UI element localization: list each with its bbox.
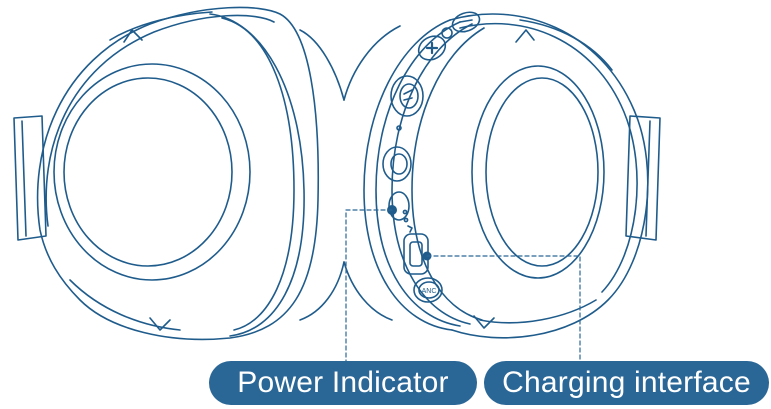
left-cushion-top-seam [109,11,213,41]
anc-button-label: ANC [422,288,437,295]
right-headband-stub [625,115,661,241]
right-cushion-bottom-seam [479,299,597,324]
left-cushion-bottom-seam [69,279,181,331]
mic-hole [396,125,402,131]
right-cushion-outer [449,13,649,339]
charging-interface-leader [426,255,581,363]
center-bridge-bottom-right [343,261,393,321]
anc-button[interactable] [413,277,443,303]
play-pause-button[interactable] [390,75,424,117]
right-earcup [363,13,661,339]
left-clip-bottom [149,317,171,331]
volume-up-button[interactable] [414,31,449,64]
audio-jack[interactable] [382,146,412,182]
center-bridge-bottom [299,261,345,321]
callout-lines [345,209,581,363]
left-shell-rim-inner [221,17,295,331]
right-shell-band-3 [411,27,485,321]
volume-down-button[interactable] [450,9,482,35]
charging-interface-label: Charging interface [484,361,769,405]
left-earcup [13,6,320,341]
left-ear-opening-outer [53,63,251,281]
left-headband-stub-inner [21,120,27,237]
right-clip-bottom [473,315,495,329]
right-cushion-top-seam [519,19,613,71]
center-bridge-top-right [343,25,401,101]
multifunction-dot[interactable] [441,27,453,39]
right-ear-opening-inner [485,77,599,267]
power-indicator-label: Power Indicator [209,361,477,405]
left-cushion-outer [36,6,320,341]
right-cushion-edge [459,22,638,293]
right-shell-outer [363,19,453,331]
left-shell-rim [209,13,305,337]
left-headband-stub [13,115,47,241]
right-shell-band-1 [375,21,461,327]
left-ear-opening-inner [63,77,233,267]
left-cushion-edge [45,14,275,227]
left-clip-top [123,29,143,43]
right-ear-opening-outer [471,65,605,279]
power-indicator-light [387,191,413,233]
right-clip-top [515,29,535,43]
power-indicator-leader [345,209,393,363]
control-panel [382,9,482,303]
center-bridge-top [299,29,345,101]
